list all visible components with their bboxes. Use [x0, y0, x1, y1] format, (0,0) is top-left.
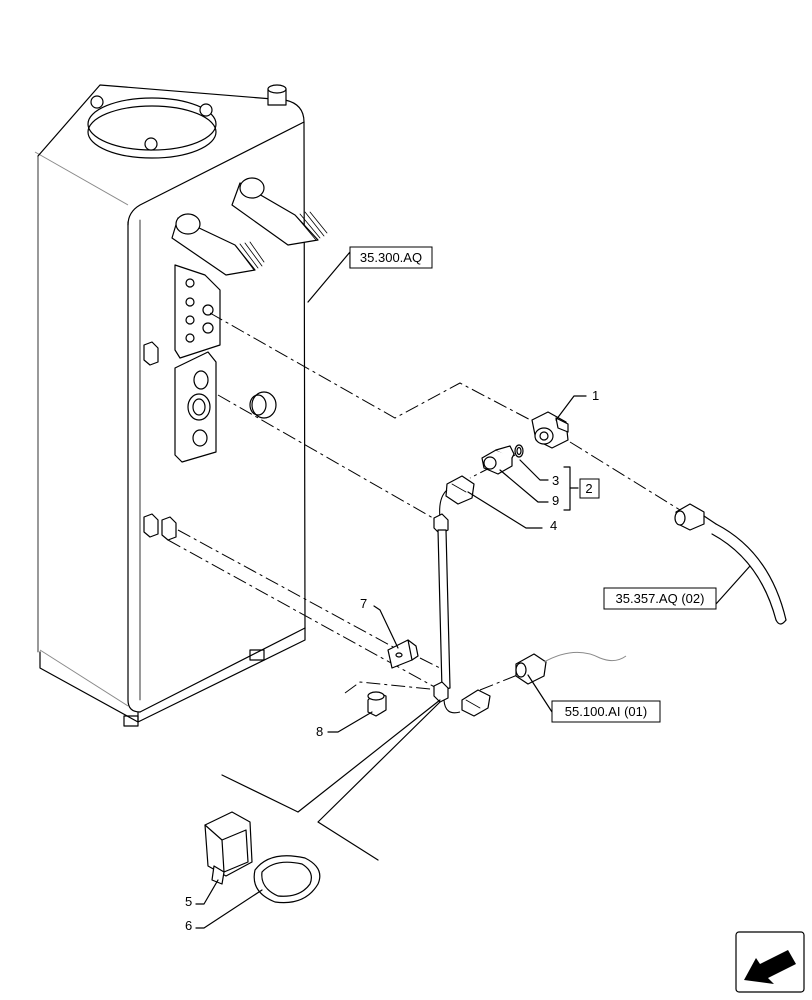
seal-ring-detail — [253, 855, 321, 904]
callout-8: 8 — [316, 711, 373, 739]
svg-text:4: 4 — [550, 518, 557, 533]
return-hose-lower — [171, 213, 265, 276]
svg-text:6: 6 — [185, 918, 192, 933]
svg-text:8: 8 — [316, 724, 323, 739]
callout-bracket-3-9: 2 — [563, 466, 600, 511]
sight-port — [249, 391, 277, 419]
assembly-lines — [167, 312, 681, 694]
plug — [367, 691, 387, 717]
callout-5: 5 — [185, 879, 219, 909]
callout-9: 9 — [499, 469, 559, 508]
next-page-arrow-icon[interactable] — [735, 931, 805, 993]
callout-7: 7 — [360, 596, 399, 649]
bracket — [387, 639, 419, 669]
ref-hose-label[interactable]: 35.357.AQ (02) — [603, 565, 751, 610]
port-block-lower — [174, 351, 217, 463]
ref-harness-label[interactable]: 55.100.AI (01) — [527, 674, 661, 723]
return-hose-upper — [231, 177, 328, 246]
sensor-connector — [445, 475, 475, 505]
svg-text:1: 1 — [592, 388, 599, 403]
harness-connector — [515, 651, 627, 685]
callout-3: 3 — [519, 459, 559, 488]
ref-hose-text: 35.357.AQ (02) — [616, 591, 705, 606]
ref-harness-text: 55.100.AI (01) — [565, 704, 647, 719]
port-block-upper — [174, 264, 221, 359]
svg-text:2: 2 — [585, 481, 592, 496]
pressure-hose — [674, 503, 787, 625]
o-ring — [514, 444, 524, 458]
svg-text:3: 3 — [552, 473, 559, 488]
ref-tank-text: 35.300.AQ — [360, 250, 422, 265]
wiring-harness — [433, 489, 491, 717]
pressure-switch — [481, 445, 515, 475]
callout-1: 1 — [555, 388, 599, 421]
svg-text:7: 7 — [360, 596, 367, 611]
callout-4: 4 — [467, 491, 557, 533]
tee-fitting — [531, 411, 569, 449]
callout-6: 6 — [185, 889, 263, 933]
svg-text:5: 5 — [185, 894, 192, 909]
switch-detail — [204, 811, 253, 885]
ref-tank-label[interactable]: 35.300.AQ — [307, 246, 433, 303]
hydraulic-tank — [34, 84, 328, 727]
svg-text:9: 9 — [552, 493, 559, 508]
